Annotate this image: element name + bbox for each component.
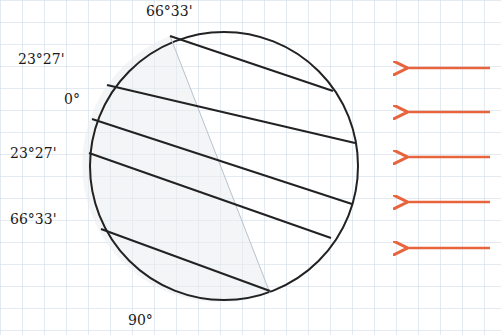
night-shade [82,36,270,302]
latitude-lines [89,36,355,291]
latitude-label: 23°27' [18,52,64,66]
latitude-label: 90° [128,313,153,327]
earth-outline [90,32,358,300]
latitude-label: 66°33' [146,4,192,18]
latitude-label: 23°27' [10,146,56,160]
sun-rays [406,68,490,248]
latitude-label: 66°33' [10,212,56,226]
latitude-label: 0° [64,92,80,106]
earth-axis [170,36,270,293]
